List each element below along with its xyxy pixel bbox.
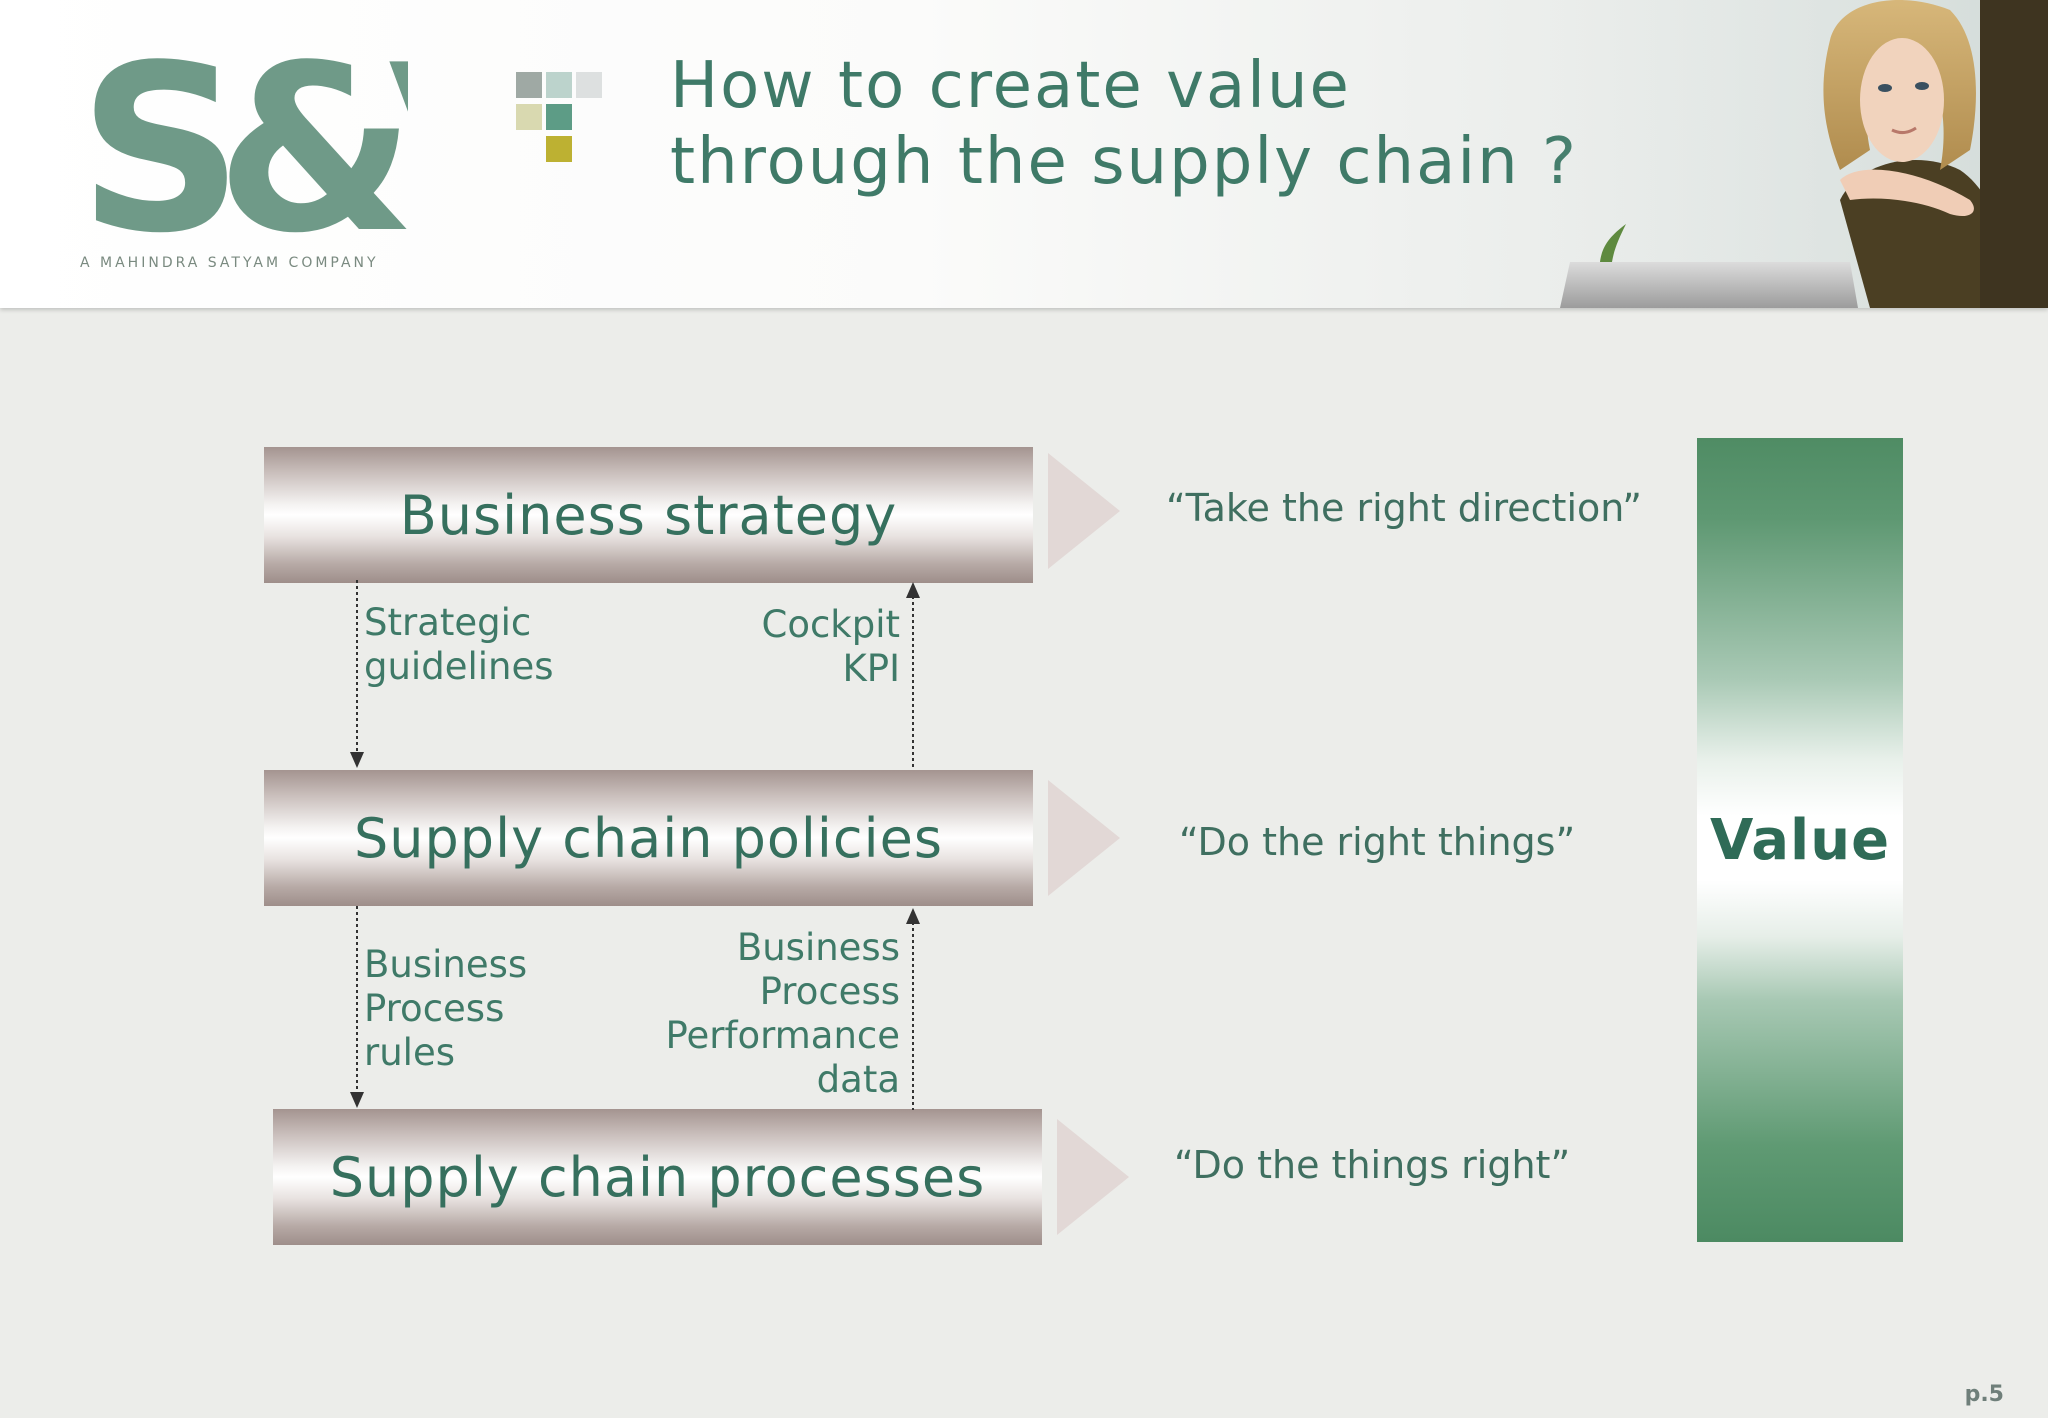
value-bar: Value: [1697, 438, 1903, 1242]
label-cockpit-kpi: Cockpit KPI: [761, 603, 900, 690]
chevron-right-icon: [1057, 1119, 1129, 1235]
slide-header: S&V A MAHINDRA SATYAM COMPANY How to cre…: [0, 0, 2048, 308]
arrow-up-icon: [906, 582, 920, 770]
quote-business-strategy: “Take the right direction”: [1166, 486, 1642, 530]
arrow-down-icon: [350, 580, 364, 768]
quote-supply-chain-processes: “Do the things right”: [1174, 1143, 1571, 1187]
logo-tagline: A MAHINDRA SATYAM COMPANY: [80, 255, 379, 271]
supply-chain-processes-bar: Supply chain processes: [273, 1109, 1042, 1245]
slide-title: How to create value through the supply c…: [670, 48, 1578, 200]
label-business-process-rules: Business Process rules: [364, 943, 528, 1074]
supply-chain-policies-bar: Supply chain policies: [264, 770, 1033, 906]
chevron-right-icon: [1048, 780, 1120, 896]
title-line-2: through the supply chain ?: [670, 125, 1578, 199]
company-logo: S&V: [78, 24, 408, 284]
title-line-1: How to create value: [670, 49, 1351, 123]
logo-letters: S&V: [78, 24, 408, 284]
label-business-process-performance-data: Business Process Performance data: [665, 926, 900, 1101]
header-photo: [1540, 0, 2048, 308]
quote-supply-chain-policies: “Do the right things”: [1179, 820, 1576, 864]
business-strategy-bar: Business strategy: [264, 447, 1033, 583]
value-label: Value: [1709, 807, 1891, 873]
chevron-right-icon: [1048, 453, 1120, 569]
arrow-up-icon: [906, 908, 920, 1110]
label-strategic-guidelines: Strategic guidelines: [364, 601, 554, 688]
arrow-down-icon: [350, 906, 364, 1108]
decorative-squares-icon: [516, 72, 602, 162]
page-number: p.5: [1964, 1382, 2004, 1407]
